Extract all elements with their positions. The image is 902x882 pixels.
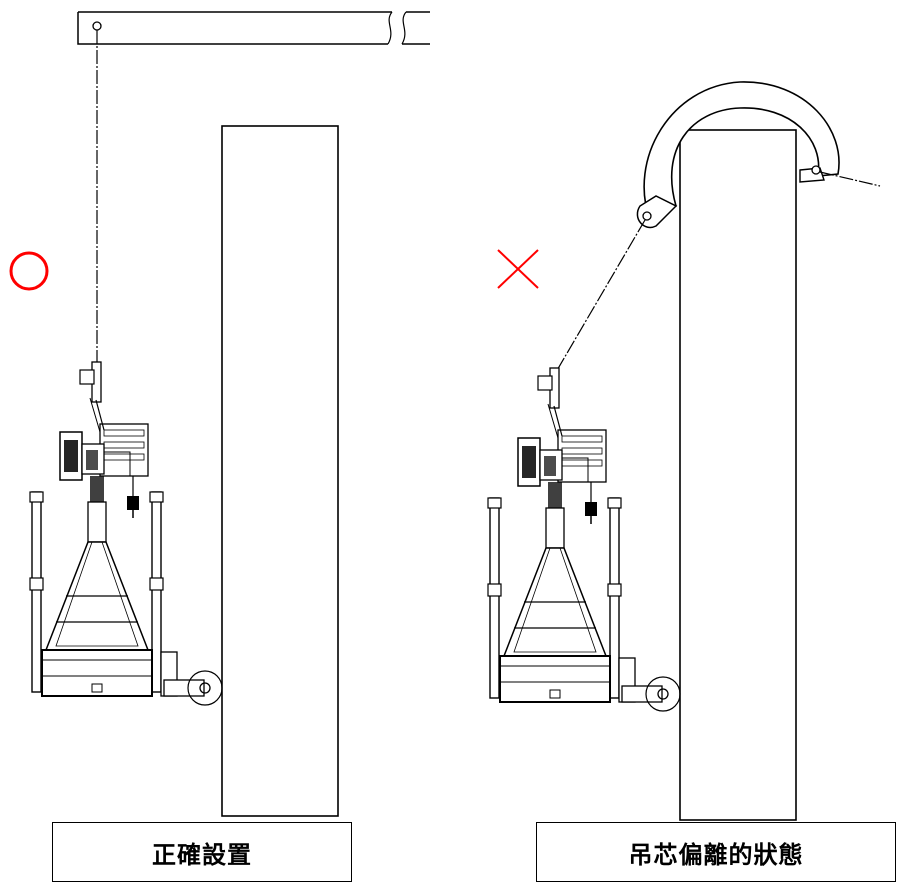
circle-mark-icon — [9, 251, 49, 291]
gondola-left — [29, 361, 223, 706]
building-wall-right — [679, 129, 797, 821]
gondola-right — [487, 367, 681, 712]
caption-correct: 正確設置 — [152, 840, 252, 869]
caption-incorrect-box: 吊芯偏離的狀態 — [536, 822, 896, 882]
overhead-beam — [77, 11, 430, 45]
caption-incorrect: 吊芯偏離的狀態 — [628, 840, 804, 869]
suspension-wire-slanted — [555, 219, 646, 373]
caption-correct-box: 正確設置 — [52, 822, 352, 882]
cross-mark-icon — [497, 249, 539, 289]
wire-extension — [819, 171, 881, 187]
correct-setup-figure — [9, 11, 430, 817]
hook-clamp — [636, 81, 840, 229]
building-wall-left — [221, 125, 339, 817]
incorrect-setup-figure — [487, 81, 881, 821]
